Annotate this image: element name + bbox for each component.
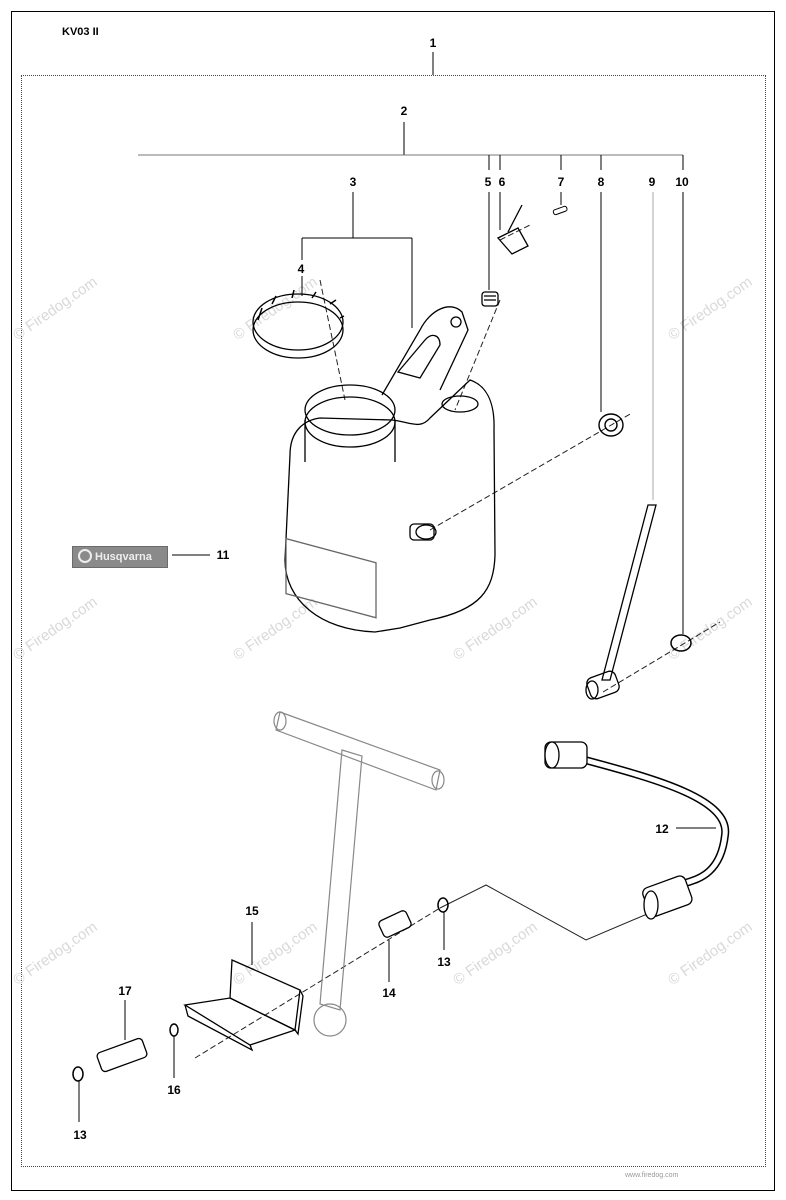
o-ring-10 [670,634,692,652]
callout-6: 6 [498,175,506,189]
o-ring-16 [169,1023,179,1037]
fuel-cap [252,289,345,359]
assembly-boundary [21,75,766,1167]
tray-15 [183,959,304,1052]
callout-17: 17 [118,984,132,998]
callout-7: 7 [557,175,565,189]
callout-14: 14 [382,986,396,1000]
hose-assembly [544,741,730,920]
cart-frame [273,711,445,1037]
o-ring-13b [72,1066,84,1082]
callout-2: 2 [400,104,408,118]
suction-tube [585,504,657,700]
callout-9: 9 [648,175,656,189]
callout-12: 12 [655,822,669,836]
footer-watermark: www.firedog.com [625,1172,679,1179]
outer-frame [11,11,775,1191]
callout-10: 10 [675,175,689,189]
o-ring-13a [437,897,449,913]
filter-fitting [481,291,499,307]
model-code: KV03 II [62,26,99,38]
husqvarna-decal: Husqvarna [72,546,168,568]
pin-7 [552,205,568,216]
callout-4: 4 [297,262,305,276]
clip-6 [496,204,529,255]
nut-8 [598,413,624,437]
callout-5: 5 [484,175,492,189]
husqvarna-logo-icon [78,549,92,563]
callout-13: 13 [73,1128,87,1142]
fitting-14 [378,910,412,938]
nozzle-17 [96,1037,148,1073]
callout-16: 16 [167,1083,181,1097]
callout-1: 1 [429,36,437,50]
callout-15: 15 [245,904,259,918]
water-tank [284,306,496,633]
callout-11: 11 [216,548,230,562]
callout-13: 13 [437,955,451,969]
callout-3: 3 [349,175,357,189]
callout-8: 8 [597,175,605,189]
